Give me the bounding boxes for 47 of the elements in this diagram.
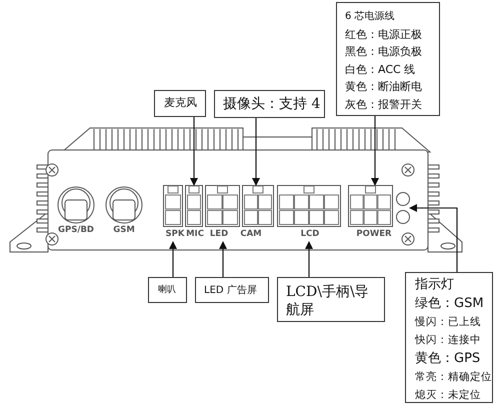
- arrow: [190, 117, 198, 186]
- indicator-lights: [396, 192, 410, 224]
- callout-box: [336, 2, 440, 116]
- callout-text: LED 广告屏: [204, 284, 258, 297]
- callout-text: 常亮：精确定位: [415, 370, 492, 385]
- callout-text: 白色：ACC 线: [345, 62, 416, 78]
- callout-text: 慢闪：已上线: [415, 315, 482, 330]
- callout-text: 麦克风: [164, 96, 198, 110]
- callout-text: 6 芯电源线: [345, 10, 396, 24]
- connector-port: [163, 185, 183, 227]
- callout-box: [405, 272, 493, 403]
- connector-port: [348, 185, 393, 227]
- arrow: [305, 241, 313, 277]
- arrow: [252, 118, 260, 186]
- callout-text: 黑色：电源负极: [345, 44, 423, 60]
- connector-port: [277, 185, 341, 227]
- port-label: MIC: [186, 229, 204, 239]
- callout-box: [195, 277, 269, 303]
- callout-text: LCD\手柄\导航屏: [286, 283, 370, 320]
- callout-box: [148, 277, 187, 303]
- port-label: SPK: [166, 229, 184, 239]
- connector-port: [205, 185, 240, 227]
- callout-text: 红色：电源正极: [345, 26, 423, 42]
- callout-text: 黄色：GPS: [415, 350, 482, 368]
- callout-box: [154, 90, 206, 117]
- callout-text: 喇叭: [158, 285, 177, 297]
- port-label: LED: [210, 229, 228, 239]
- port-label: GPS/BD: [58, 225, 94, 235]
- callout-text: 绿色：GSM: [415, 295, 485, 313]
- callout-text: 黄色：断油断电: [345, 79, 423, 95]
- connector-port: [242, 185, 274, 227]
- port-label: GSM: [113, 225, 135, 235]
- arrow: [219, 241, 227, 277]
- arrow: [371, 116, 379, 186]
- port-label: POWER: [356, 229, 392, 239]
- callout-text: 灰色：报警开关: [345, 96, 423, 112]
- port-label: CAM: [240, 229, 262, 239]
- callout-text: 熄灭：未定位: [415, 388, 482, 403]
- port-label: LCD: [300, 229, 320, 239]
- callout-text: 摄像头：支持 4: [223, 95, 322, 114]
- callout-box: [214, 90, 325, 118]
- callout-text: 快闪：连接中: [415, 333, 482, 348]
- connector-port: [185, 185, 203, 227]
- callout-text: 指示灯: [415, 276, 455, 294]
- arrow: [169, 241, 177, 277]
- callout-box: [277, 277, 385, 322]
- arrow: [409, 204, 458, 272]
